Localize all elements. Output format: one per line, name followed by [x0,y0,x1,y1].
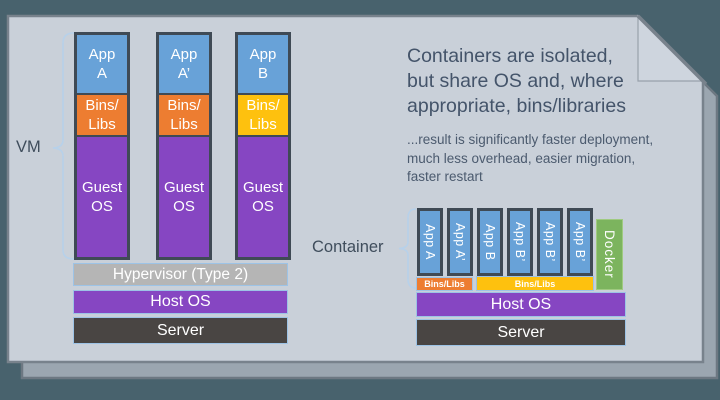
fold-crease [636,14,708,86]
vm-hostos-bar: Host OS [73,290,288,314]
vm2-bins-block: Bins/ Libs [159,95,209,135]
container-app-6: App B’ [567,208,593,276]
vm1-app-block: App A [77,35,127,93]
container-app-5: App B’ [537,208,563,276]
subheading-text: ...result is significantly faster deploy… [407,132,654,184]
container-app-2-label: App A’ [453,222,467,262]
container-app-3: App B [477,208,503,276]
container-bins-orange: Bins/Libs [416,277,473,291]
container-label: Container [312,238,384,256]
docker-label: Docker [602,230,617,279]
container-app-4: App B’ [507,208,533,276]
heading-text: Containers are isolated, but share OS an… [407,45,626,117]
container-app-3-label: App B [483,223,497,261]
container-app-6-label: App B’ [573,222,587,262]
container-bins-yellow: Bins/Libs [476,276,594,291]
vm-server-bar: Server [73,317,288,344]
container-app-2: App A’ [447,208,473,276]
container-app-4-label: App B’ [513,222,527,262]
vm-column-1: App A Bins/ Libs Guest OS [74,32,130,260]
hypervisor-bar: Hypervisor (Type 2) [73,263,288,286]
container-hostos-bar: Host OS [416,292,626,317]
container-app-5-label: App B’ [543,222,557,262]
vm1-bins-block: Bins/ Libs [77,95,127,135]
vm3-guestos-block: Guest OS [238,137,288,257]
container-brace [398,208,417,289]
vm-column-3: App B Bins/ Libs Guest OS [235,32,291,260]
vm3-bins-block: Bins/ Libs [238,95,288,135]
vm-brace [52,32,75,260]
vm3-app-block: App B [238,35,288,93]
vm-column-2: App A’ Bins/ Libs Guest OS [156,32,212,260]
container-server-bar: Server [416,319,626,346]
docker-block: Docker [596,219,623,290]
vm2-app-block: App A’ [159,35,209,93]
vm1-guestos-block: Guest OS [77,137,127,257]
container-app-1-label: App A [423,224,437,260]
container-app-1: App A [417,208,443,276]
vm2-guestos-block: Guest OS [159,137,209,257]
vm-label: VM [16,138,41,156]
